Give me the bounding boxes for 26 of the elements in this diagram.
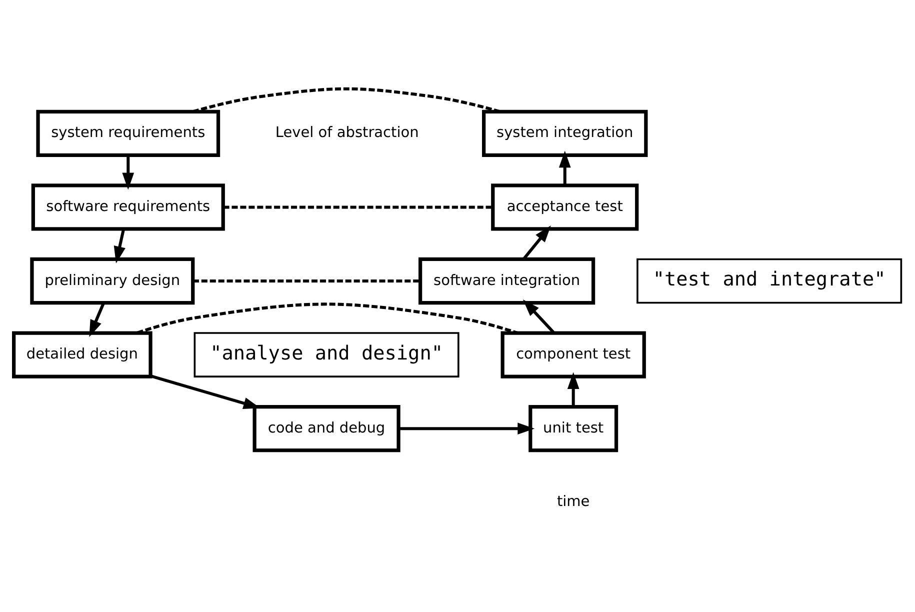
connector [223,205,493,208]
node-box: preliminary design [30,256,195,304]
arrow [398,422,535,434]
connector [136,302,518,334]
connector [192,86,500,113]
node-box: "analyse and design" [194,332,460,377]
node-box: "test and integrate" [636,258,902,304]
arrow [522,299,555,334]
node-box: detailed design [12,330,152,378]
node-box: component test [500,330,646,378]
node-box: unit test [528,404,618,452]
arrow [122,154,134,190]
arrow [567,372,580,406]
node-box: system requirements [36,109,220,156]
node-box: code and debug [252,404,400,452]
arrow [522,225,551,260]
node-box: acceptance test [491,183,639,230]
label: time [556,494,590,510]
node-box: software integration [418,256,596,304]
arrow [89,302,106,336]
node-box: software requirements [31,183,225,230]
arrow [558,150,571,185]
connector [192,278,420,282]
node-box: system integration [482,109,648,156]
label: Level of abstraction [275,124,419,141]
arrow [114,228,126,263]
